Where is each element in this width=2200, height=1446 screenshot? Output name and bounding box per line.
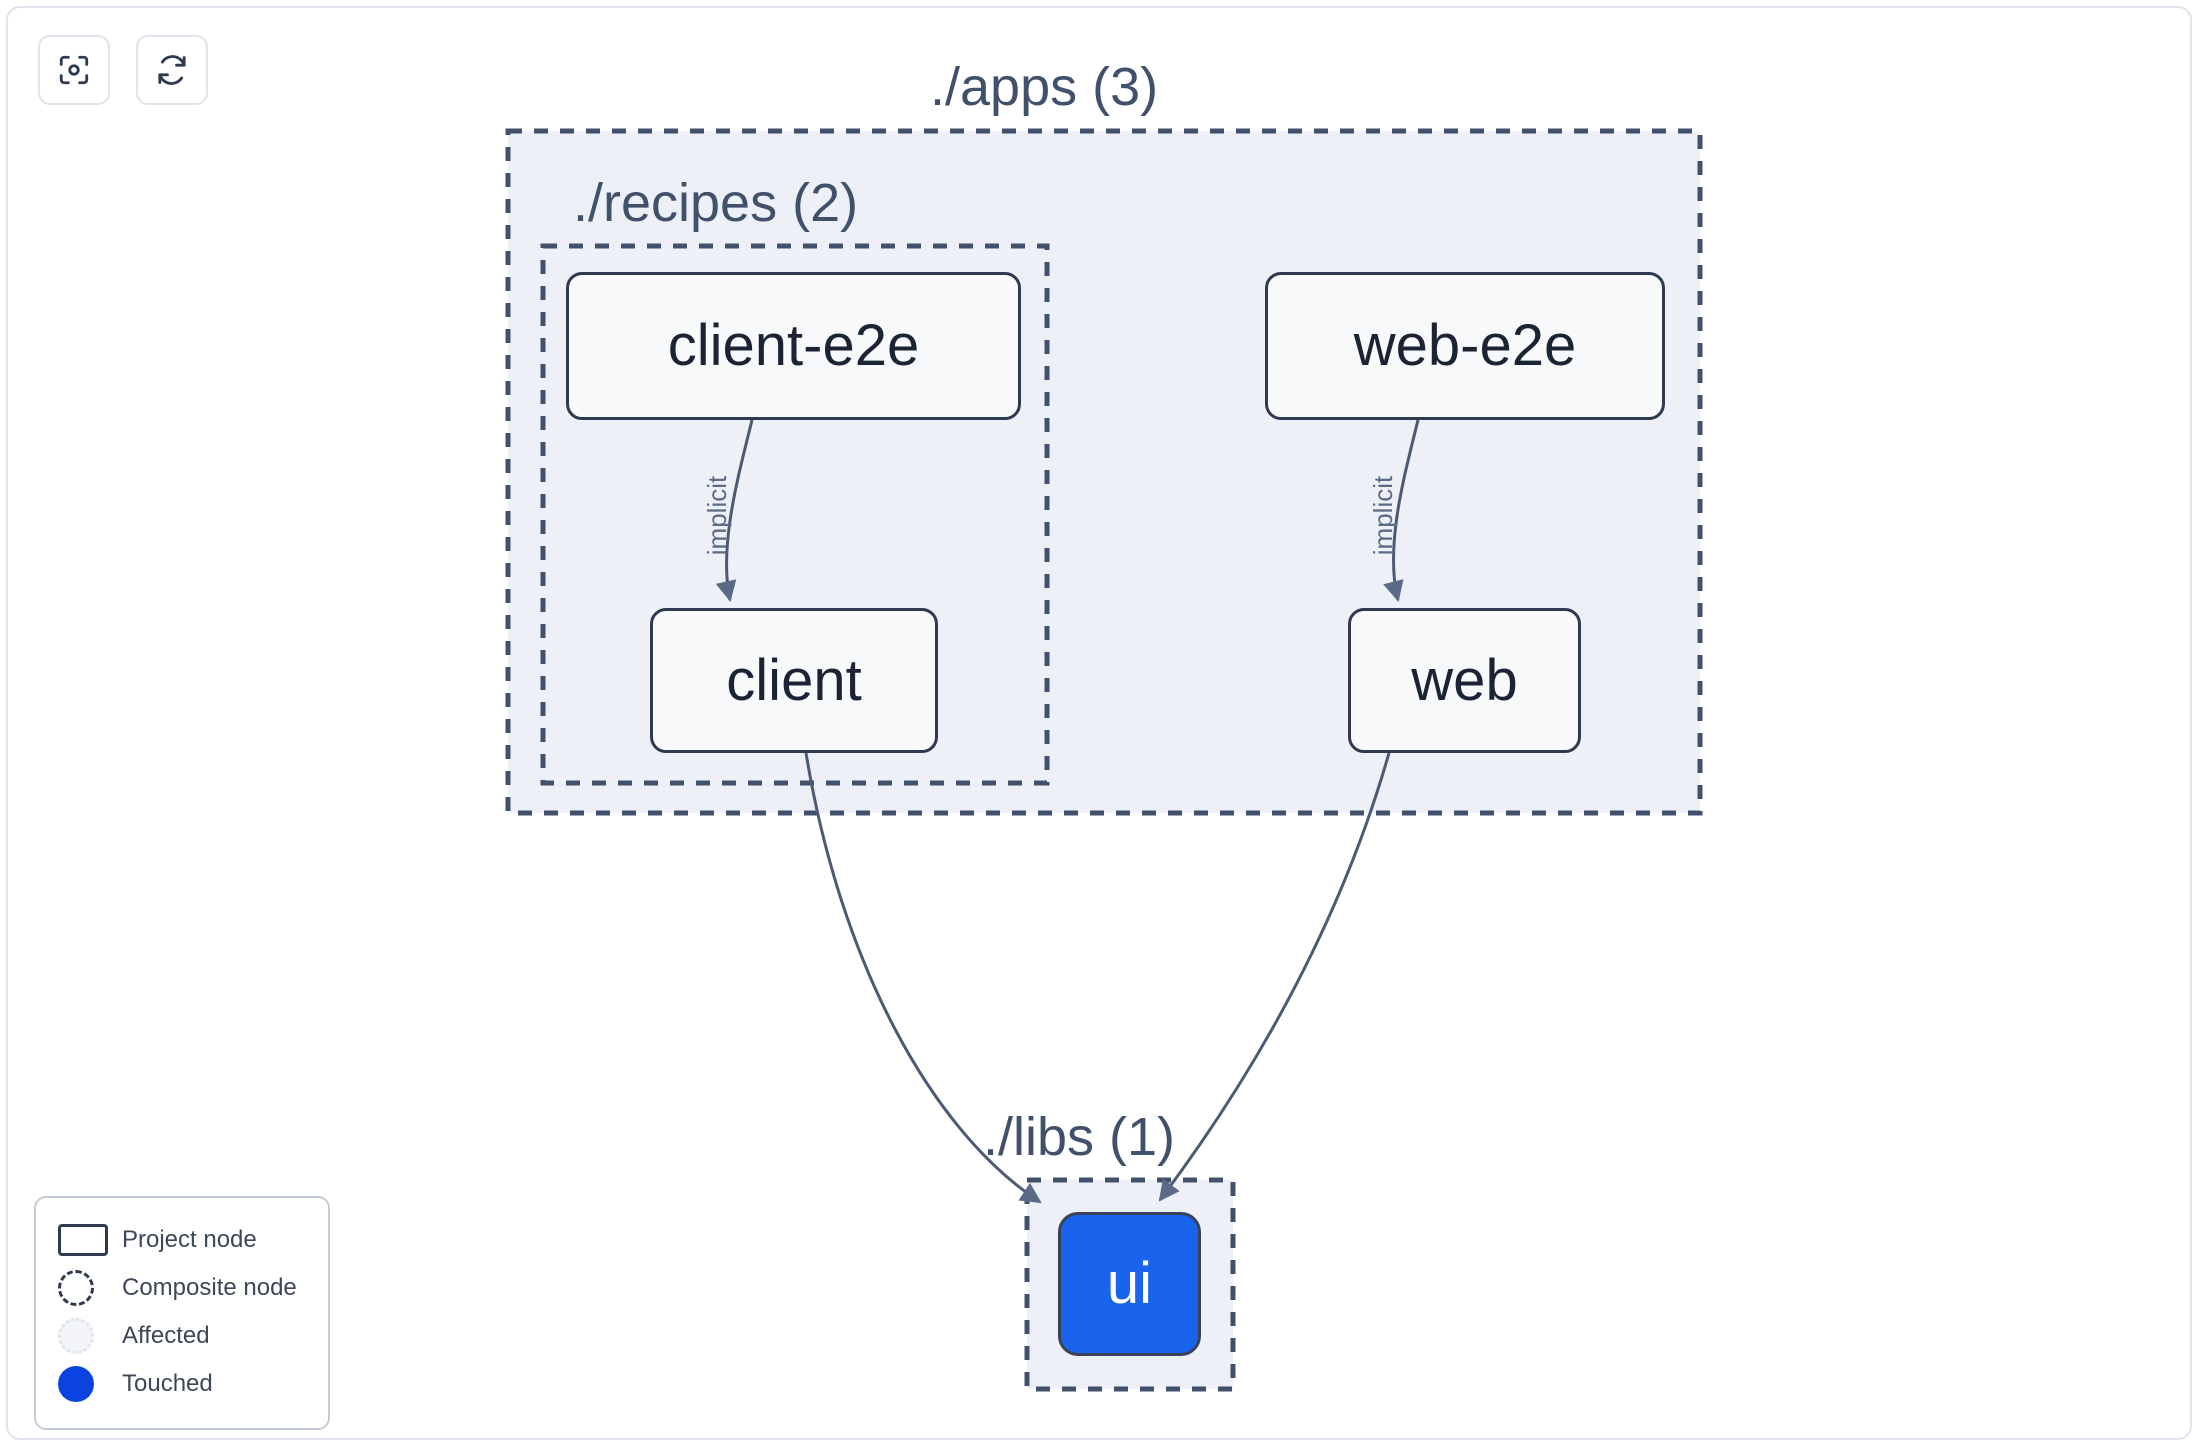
focus-target-icon (57, 53, 91, 87)
edge-web-e2e-to-web (1383, 419, 1420, 603)
legend-item-affected: Affected (58, 1312, 306, 1360)
node-client[interactable]: client (650, 608, 938, 753)
refresh-sync-icon (155, 53, 189, 87)
legend-item-composite-node: Composite node (58, 1264, 306, 1312)
edge-web-to-ui (1158, 752, 1391, 1202)
legend-label: Touched (122, 1370, 213, 1397)
composite-node-swatch (58, 1270, 114, 1306)
node-ui[interactable]: ui (1058, 1212, 1201, 1356)
focus-graph-button[interactable] (38, 35, 110, 105)
node-label: client (726, 647, 862, 713)
touched-node-swatch (58, 1366, 114, 1402)
node-label: ui (1106, 1251, 1153, 1316)
refresh-graph-button[interactable] (136, 35, 208, 105)
affected-node-swatch (58, 1318, 114, 1354)
legend-label: Composite node (122, 1274, 297, 1301)
node-label: web (1411, 647, 1518, 713)
legend-item-project-node: Project node (58, 1216, 306, 1264)
node-web[interactable]: web (1348, 608, 1581, 753)
graph-legend: Project node Composite node Affected Tou… (34, 1196, 330, 1430)
legend-item-touched: Touched (58, 1360, 306, 1408)
node-client-e2e[interactable]: client-e2e (566, 272, 1021, 420)
node-label: web-e2e (1353, 313, 1577, 378)
node-web-e2e[interactable]: web-e2e (1265, 272, 1665, 420)
legend-label: Project node (122, 1226, 257, 1253)
edge-client-e2e-to-client (715, 419, 754, 603)
legend-label: Affected (122, 1322, 210, 1349)
node-label: client-e2e (667, 313, 920, 378)
edge-client-to-ui (804, 752, 1042, 1204)
project-node-swatch (58, 1224, 114, 1256)
graph-toolbar (38, 35, 208, 105)
